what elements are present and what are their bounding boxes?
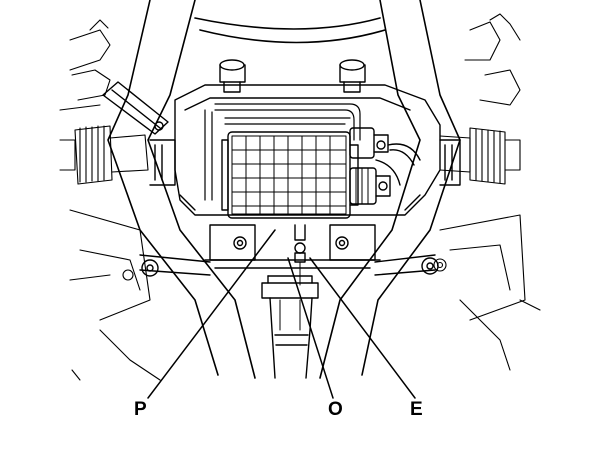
left-suspension <box>59 19 161 381</box>
canister-housing <box>149 84 461 216</box>
purge-valve <box>349 127 421 205</box>
vapor-pipes <box>204 103 361 201</box>
upper-left-bracket <box>102 81 169 135</box>
center-hose <box>261 224 319 379</box>
top-mount-bolts <box>219 59 366 93</box>
callout-label-p: P <box>134 399 147 420</box>
frame-tubes <box>107 0 461 379</box>
leader-lines <box>147 229 416 399</box>
evap-canister <box>221 131 359 219</box>
right-suspension <box>433 13 541 371</box>
callout-label-e: E <box>410 399 423 420</box>
callout-label-o: O <box>328 399 343 420</box>
lower-brackets <box>139 224 439 277</box>
